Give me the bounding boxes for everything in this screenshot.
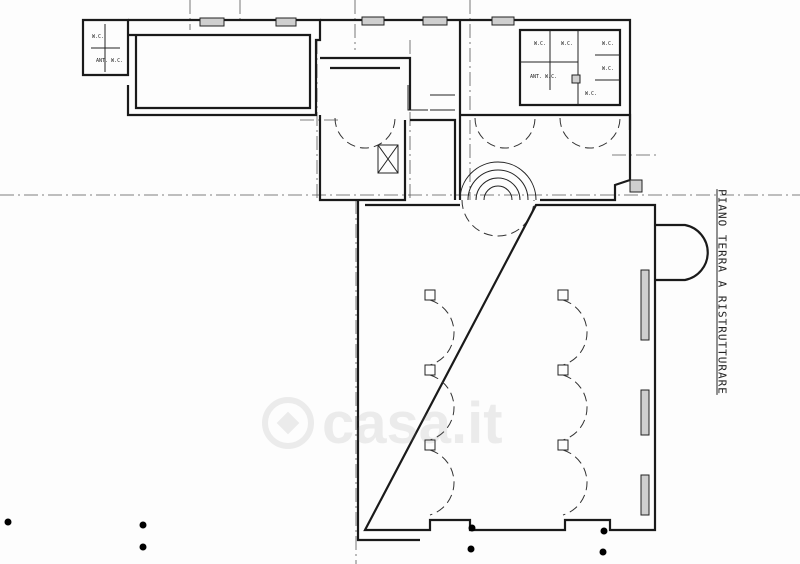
ant-label-2: ANT. W.C. — [96, 58, 123, 64]
wc-block: W.C. W.C. W.C. W.C. ANT. W.C. W.C. W.C. … — [92, 28, 622, 107]
house-circle-icon — [262, 397, 314, 449]
punch-holes — [4, 518, 608, 556]
wc-label-2: W.C. — [561, 41, 573, 47]
north-central-rooms — [318, 16, 632, 202]
north-west-service-block — [81, 18, 130, 77]
watermark: casa.it — [262, 388, 532, 458]
drawing-title-text: PIANO TERRA A RISTRUTTURARE — [715, 189, 729, 395]
main-hall — [356, 179, 709, 542]
wc-label-4: W.C. — [602, 66, 614, 72]
wc-label-6: W.C. — [92, 34, 104, 40]
wc-label-5: W.C. — [585, 91, 597, 97]
watermark-text: casa.it — [322, 390, 503, 456]
wc-label-1: W.C. — [534, 41, 546, 47]
ant-label-1: ANT. W.C. — [530, 74, 557, 80]
entrance-hall — [459, 113, 632, 237]
wc-label-3: W.C. — [602, 41, 614, 47]
west-wing — [126, 17, 322, 117]
